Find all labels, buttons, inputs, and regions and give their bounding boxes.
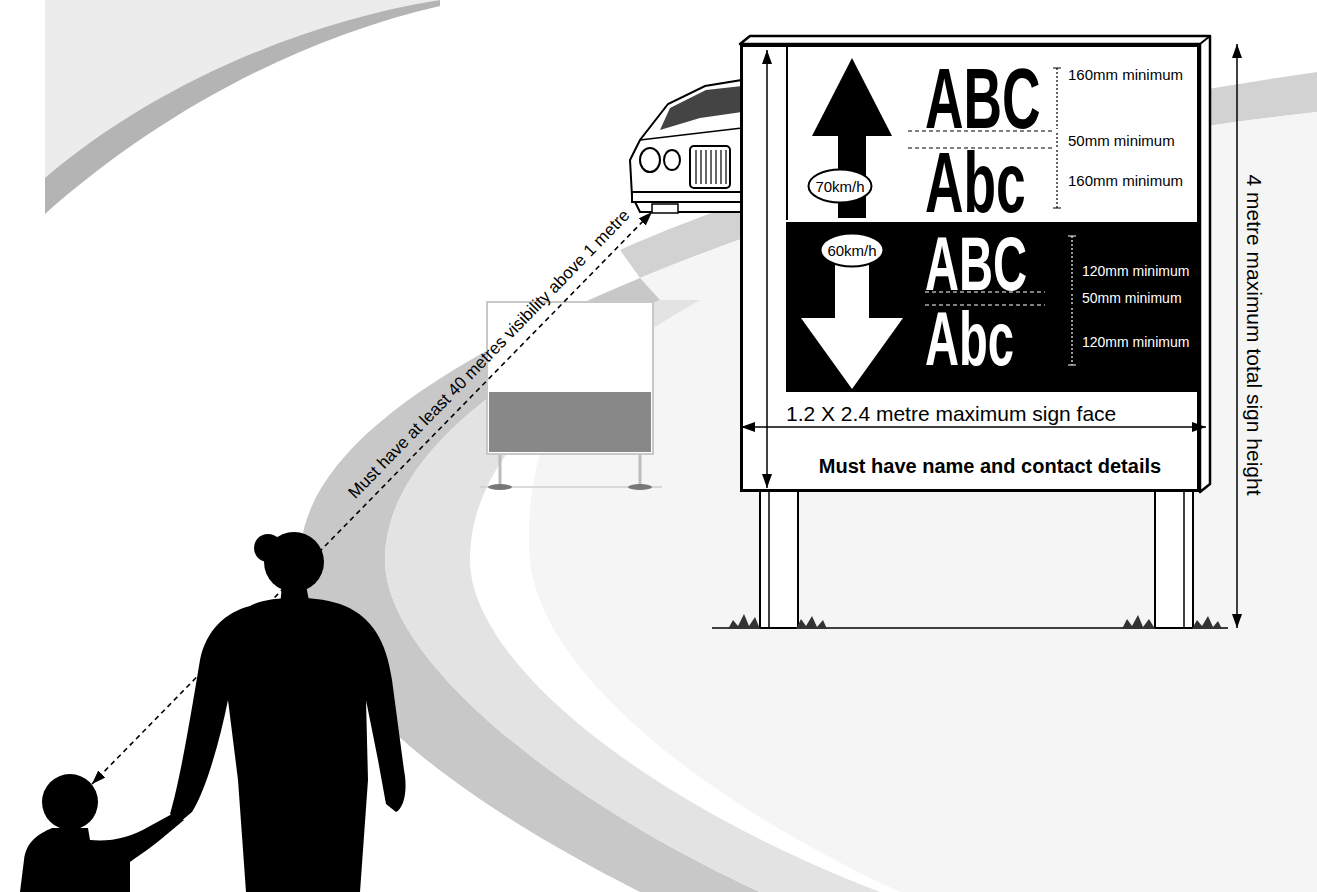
dimension-label: 160mm minimum xyxy=(1068,173,1183,188)
guide-line xyxy=(908,147,1052,148)
arrow-up-shaft xyxy=(838,134,866,218)
guide-line xyxy=(908,130,1052,131)
arrow-down-head xyxy=(801,318,903,389)
grass-tuft xyxy=(1122,615,1155,629)
child-silhouette xyxy=(20,774,184,892)
mixed-case-sample: Abc xyxy=(925,139,1026,225)
distant-sign-panel xyxy=(489,392,651,452)
distant-post-foot xyxy=(488,484,512,490)
child-head xyxy=(42,774,98,830)
contact-requirement: Must have name and contact details xyxy=(763,456,1217,476)
distant-post xyxy=(639,454,642,486)
car-headlight xyxy=(664,150,680,170)
direction-arrow-down xyxy=(801,262,903,389)
sign-post xyxy=(1155,490,1193,628)
total-height-arrow xyxy=(1236,44,1238,628)
uppercase-sample: ABC xyxy=(925,55,1041,141)
arrow-down-shaft xyxy=(835,262,869,320)
car-number-plate xyxy=(652,204,678,213)
dimension-label: 4 metre maximum total sign height xyxy=(1244,175,1265,496)
grass-tuft xyxy=(1192,616,1222,629)
car-headlight xyxy=(640,148,660,172)
speed-oval: 60km/h xyxy=(819,232,885,268)
sign-post-line xyxy=(768,492,770,628)
car xyxy=(630,80,742,213)
child-body xyxy=(20,814,184,892)
upper-letter-guides xyxy=(908,68,1061,208)
dimension-tick-line xyxy=(1056,68,1057,129)
uppercase-sample: ABC xyxy=(925,226,1027,302)
sign-face-width-arrow xyxy=(741,426,1206,428)
dimension-tick-line xyxy=(1056,150,1057,208)
speed-oval: 70km/h xyxy=(807,168,873,204)
direction-arrow-up xyxy=(812,58,892,218)
sign-post xyxy=(760,490,798,628)
car-bumper xyxy=(632,192,742,202)
adult-body xyxy=(170,598,406,892)
sign-post-line xyxy=(1183,492,1185,628)
dimension-ticks xyxy=(1053,68,1061,208)
speed-limit: 60km/h xyxy=(819,232,885,268)
sign-board-edge xyxy=(740,36,1210,492)
car-bonnet-line xyxy=(640,128,742,140)
dimension-label: 160mm minimum xyxy=(1068,67,1183,82)
car-grille xyxy=(690,146,730,188)
dimension-tick-line xyxy=(1056,133,1057,147)
dimension-tick-line xyxy=(1071,308,1072,365)
lower-letter-guides xyxy=(925,236,1076,365)
dimension-tick-line xyxy=(1071,236,1072,290)
sign-face-height-arrow xyxy=(766,50,768,488)
dimension-label: 1.2 X 2.4 metre maximum sign face xyxy=(786,403,1116,424)
distant-post-foot xyxy=(628,484,652,490)
guide-line xyxy=(925,291,1045,292)
sign-posts xyxy=(712,490,1228,629)
dimension-ticks xyxy=(1068,236,1076,365)
guide-line xyxy=(925,304,1045,305)
dimension-tick-line xyxy=(1071,294,1072,304)
adult-silhouette xyxy=(170,532,406,892)
grass-tuft xyxy=(796,616,827,629)
dimension-label: 120mm minimum xyxy=(1082,264,1189,278)
sign-board-edge-line xyxy=(1200,36,1210,44)
dimension-label: 50mm minimum xyxy=(1082,291,1182,305)
dimension-label: 120mm minimum xyxy=(1082,335,1189,349)
arrow-up-head xyxy=(812,58,892,136)
mixed-case-sample: Abc xyxy=(925,301,1014,377)
lower-sign-panel: ABCAbc 60km/h xyxy=(786,222,1197,392)
grass-tuft xyxy=(728,614,760,629)
distant-post xyxy=(499,454,502,486)
dimension-label: 50mm minimum xyxy=(1068,133,1175,148)
speed-limit: 70km/h xyxy=(807,168,873,204)
car-grille-bars xyxy=(696,150,726,184)
adult-hair-bun xyxy=(254,534,282,562)
far-verge xyxy=(45,0,440,214)
kerb-band xyxy=(300,278,760,892)
car-windscreen xyxy=(660,86,742,130)
car-body xyxy=(630,80,742,212)
